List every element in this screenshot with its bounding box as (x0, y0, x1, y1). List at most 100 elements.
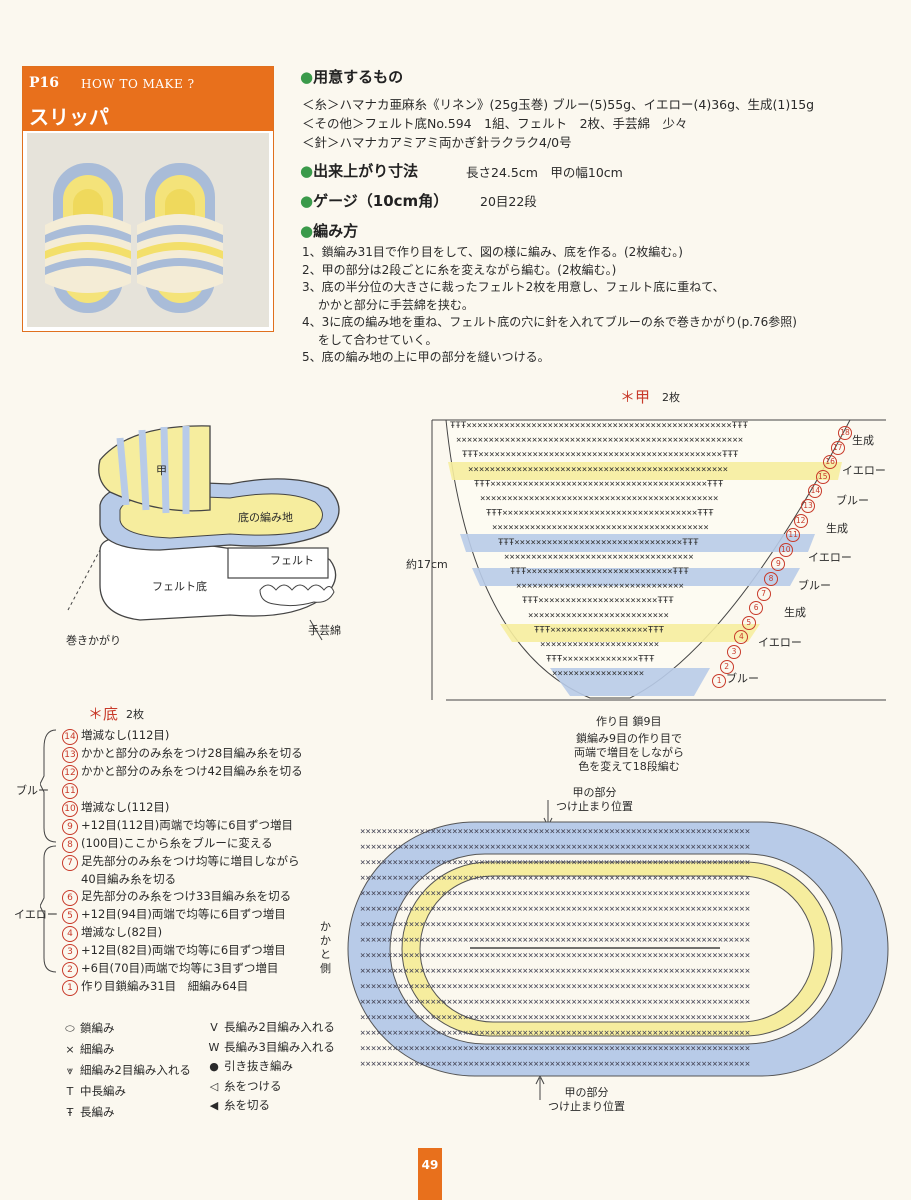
how-to-make-label: HOW TO MAKE ? (81, 77, 195, 91)
kou-stitch-row: ŦŦŦ××××××××××××××××××××××ŦŦŦ (522, 596, 674, 606)
sole-row-number: 9 (62, 819, 78, 835)
assembly-cotton-label: 手芸綿 (308, 624, 341, 637)
kou-stitch-row: ××××××××××××××××× (552, 669, 644, 679)
sole-row: 5+12目(94目)両端で均等に6目ずつ増目 (62, 906, 303, 924)
sole-row-number: 8 (62, 837, 78, 853)
legend-item: ⩔ 細編み2目編み入れる (60, 1060, 191, 1081)
sole-brackets (40, 729, 57, 973)
legend-label: 細編み (80, 1042, 115, 1056)
method-step: 5、底の編み地の上に甲の部分を縫いつける。 (302, 350, 550, 364)
sole-chart-stitches: ××××××××××××××××××××××××××××××××××××××××… (360, 827, 750, 1070)
kou-stitch-row: ŦŦŦ×××××××××××××××××××××××××××××××ŦŦŦ (498, 538, 699, 548)
sole-row-text: +12目(112目)両端で均等に6目ずつ増目 (81, 818, 294, 832)
legend-label: 糸をつける (224, 1078, 282, 1093)
sole-stitch-row: ××××××××××××××××××××××××××××××××××××××××… (360, 967, 750, 977)
legend-label: 長編み2目編み入れる (224, 1020, 335, 1034)
sole-chart: ××××××××××××××××××××××××××××××××××××××××… (347, 800, 889, 1100)
page-number: 49 (421, 1158, 439, 1172)
sole-row: 3+12目(82目)両端で均等に6目ずつ増目 (62, 942, 303, 960)
assembly-sole-knit-label: 底の編み地 (238, 511, 293, 524)
sole-row-text: かかと部分のみ糸をつけ28目編み糸を切る (81, 746, 303, 760)
project-page-number: P16 (29, 75, 60, 91)
sole-row: 2+6目(70目)両端で均等に3目ずつ増目 (62, 960, 303, 978)
legend-symbol-icon: ◀ (209, 1099, 219, 1112)
legend-label: 細編み2目編み入れる (80, 1063, 191, 1077)
legend-symbol-icon: ⩔ (66, 1064, 74, 1077)
kou-color-label: イエロー (808, 551, 852, 564)
kou-color-label: イエロー (758, 636, 802, 649)
kou-foundation-label: 作り目 鎖9目 (596, 715, 662, 728)
sole-row-text: 足先部分のみ糸をつけ33目編み糸を切る (81, 888, 292, 903)
sole-row-text: +6目(70目)両端で均等に3目ずつ増目 (81, 960, 279, 975)
kou-stitch-row: ××××××××××××××××××××××××××××××××××××××××… (456, 436, 743, 446)
right-slipper-image (137, 163, 223, 313)
legend-symbol-icon: V (210, 1021, 218, 1034)
kou-row-number: 2 (719, 659, 734, 674)
sole-stitch-row: ××××××××××××××××××××××××××××××××××××××××… (360, 843, 750, 853)
sole-row-number: 3 (62, 943, 78, 960)
gauge-value: 20目22段 (480, 194, 537, 209)
kou-stitch-row: ××××××××××××××××××××××××××××××××××××××××… (480, 494, 718, 504)
sole-row: 40目編み糸を切る (62, 871, 303, 888)
legend-label: 長編み3目編み入れる (224, 1039, 335, 1054)
page-footer-tab: 49 (418, 1148, 442, 1200)
method-step: かかと部分に手芸綿を挟む。 (302, 297, 474, 312)
kou-stitch-row: ŦŦŦ××××××××××××××××××ŦŦŦ (534, 625, 665, 635)
header-band: P16 HOW TO MAKE ? スリッパ (23, 67, 273, 131)
kou-chart-title: ＊甲 (620, 388, 651, 406)
method-step: 2、甲の部分は2段ごとに糸を変えながら編む。(2枚編む。) (302, 262, 617, 277)
sole-stitch-row: ××××××××××××××××××××××××××××××××××××××××… (360, 905, 750, 915)
kou-chart-stitch-rows: ŦŦŦ×××××××××××××××××××××××××××××××××××××… (450, 421, 749, 679)
kou-row-number: 15 (815, 469, 830, 484)
sole-row-text: (100目)ここから糸をブルーに変える (81, 836, 273, 850)
kou-chart-bands (448, 462, 842, 696)
kou-color-label: 生成 (826, 522, 848, 535)
kou-stitch-row: ŦŦŦ×××××××××××××××××××××××××××××××××××××… (450, 421, 749, 431)
sole-row-text: 増減なし(112目) (81, 800, 170, 814)
legend-symbol-icon: ⬭ (65, 1022, 75, 1035)
size-value: 長さ24.5cm 甲の幅10cm (466, 165, 623, 180)
sole-group-yellow: イエロー (14, 908, 58, 921)
materials-other: ＜その他＞フェルト底No.594 1組、フェルト 2枚、手芸綿 少々 (302, 116, 688, 131)
method-step: 4、3に底の編み地を重ね、フェルト底の穴に針を入れてブルーの糸で巻きかがり(p.… (302, 315, 797, 329)
sole-heel-label: かかと側 (320, 920, 331, 975)
sole-row-text: 40目編み糸を切る (81, 872, 177, 886)
sole-row-number: 12 (62, 765, 78, 781)
kou-row-number: 9 (771, 557, 786, 572)
sole-row: 11 (62, 781, 303, 799)
kou-stitch-row: ××××××××××××××××××××××××××××××× (516, 582, 684, 592)
legend-symbol-icon: × (65, 1043, 75, 1056)
kou-stitch-row: ŦŦŦ××××××××××××××××××××××××××××××××××××Ŧ… (486, 509, 714, 519)
sole-bottom-note: 甲の部分つけ止まり位置 (548, 1086, 625, 1113)
kou-color-label: 生成 (784, 606, 806, 619)
kou-stitch-row: ŦŦŦ××××××××××××××ŦŦŦ (546, 655, 655, 665)
kou-color-label: ブルー (798, 579, 831, 592)
sole-stitch-row: ××××××××××××××××××××××××××××××××××××××××… (360, 1060, 750, 1070)
sole-title: ＊底 (88, 705, 119, 723)
kou-row-number: 18 (838, 426, 852, 440)
sole-row-text: +12目(94目)両端で均等に6目ずつ増目 (81, 906, 286, 921)
sole-row-number: 11 (62, 783, 78, 799)
sole-group-blue: ブルー (16, 784, 49, 797)
sole-row-number: 1 (62, 979, 78, 996)
kou-row-number: 11 (786, 528, 801, 543)
size-heading: ●出来上がり寸法 (300, 162, 419, 180)
sole-top-note: 甲の部分つけ止まり位置 (556, 786, 633, 813)
legend-symbol-icon: ◁ (209, 1079, 219, 1093)
sole-stitch-row: ××××××××××××××××××××××××××××××××××××××××… (360, 951, 750, 961)
kou-stitch-row: ŦŦŦ×××××××××××××××××××××××××××××××××××××… (474, 479, 724, 489)
legend-symbol-icon: T (66, 1085, 74, 1098)
sole-row-text: 増減なし(82目) (81, 924, 163, 939)
kou-row-number: 14 (808, 484, 823, 499)
sole-row-text: +12目(82目)両端で均等に6目ずつ増目 (81, 942, 286, 957)
gauge-heading: ●ゲージ（10cm角） (300, 192, 449, 210)
sole-stitch-row: ××××××××××××××××××××××××××××××××××××××××… (360, 1044, 750, 1054)
kou-row-number: 12 (793, 513, 808, 528)
legend-item: ●引き抜き編み (204, 1057, 335, 1077)
